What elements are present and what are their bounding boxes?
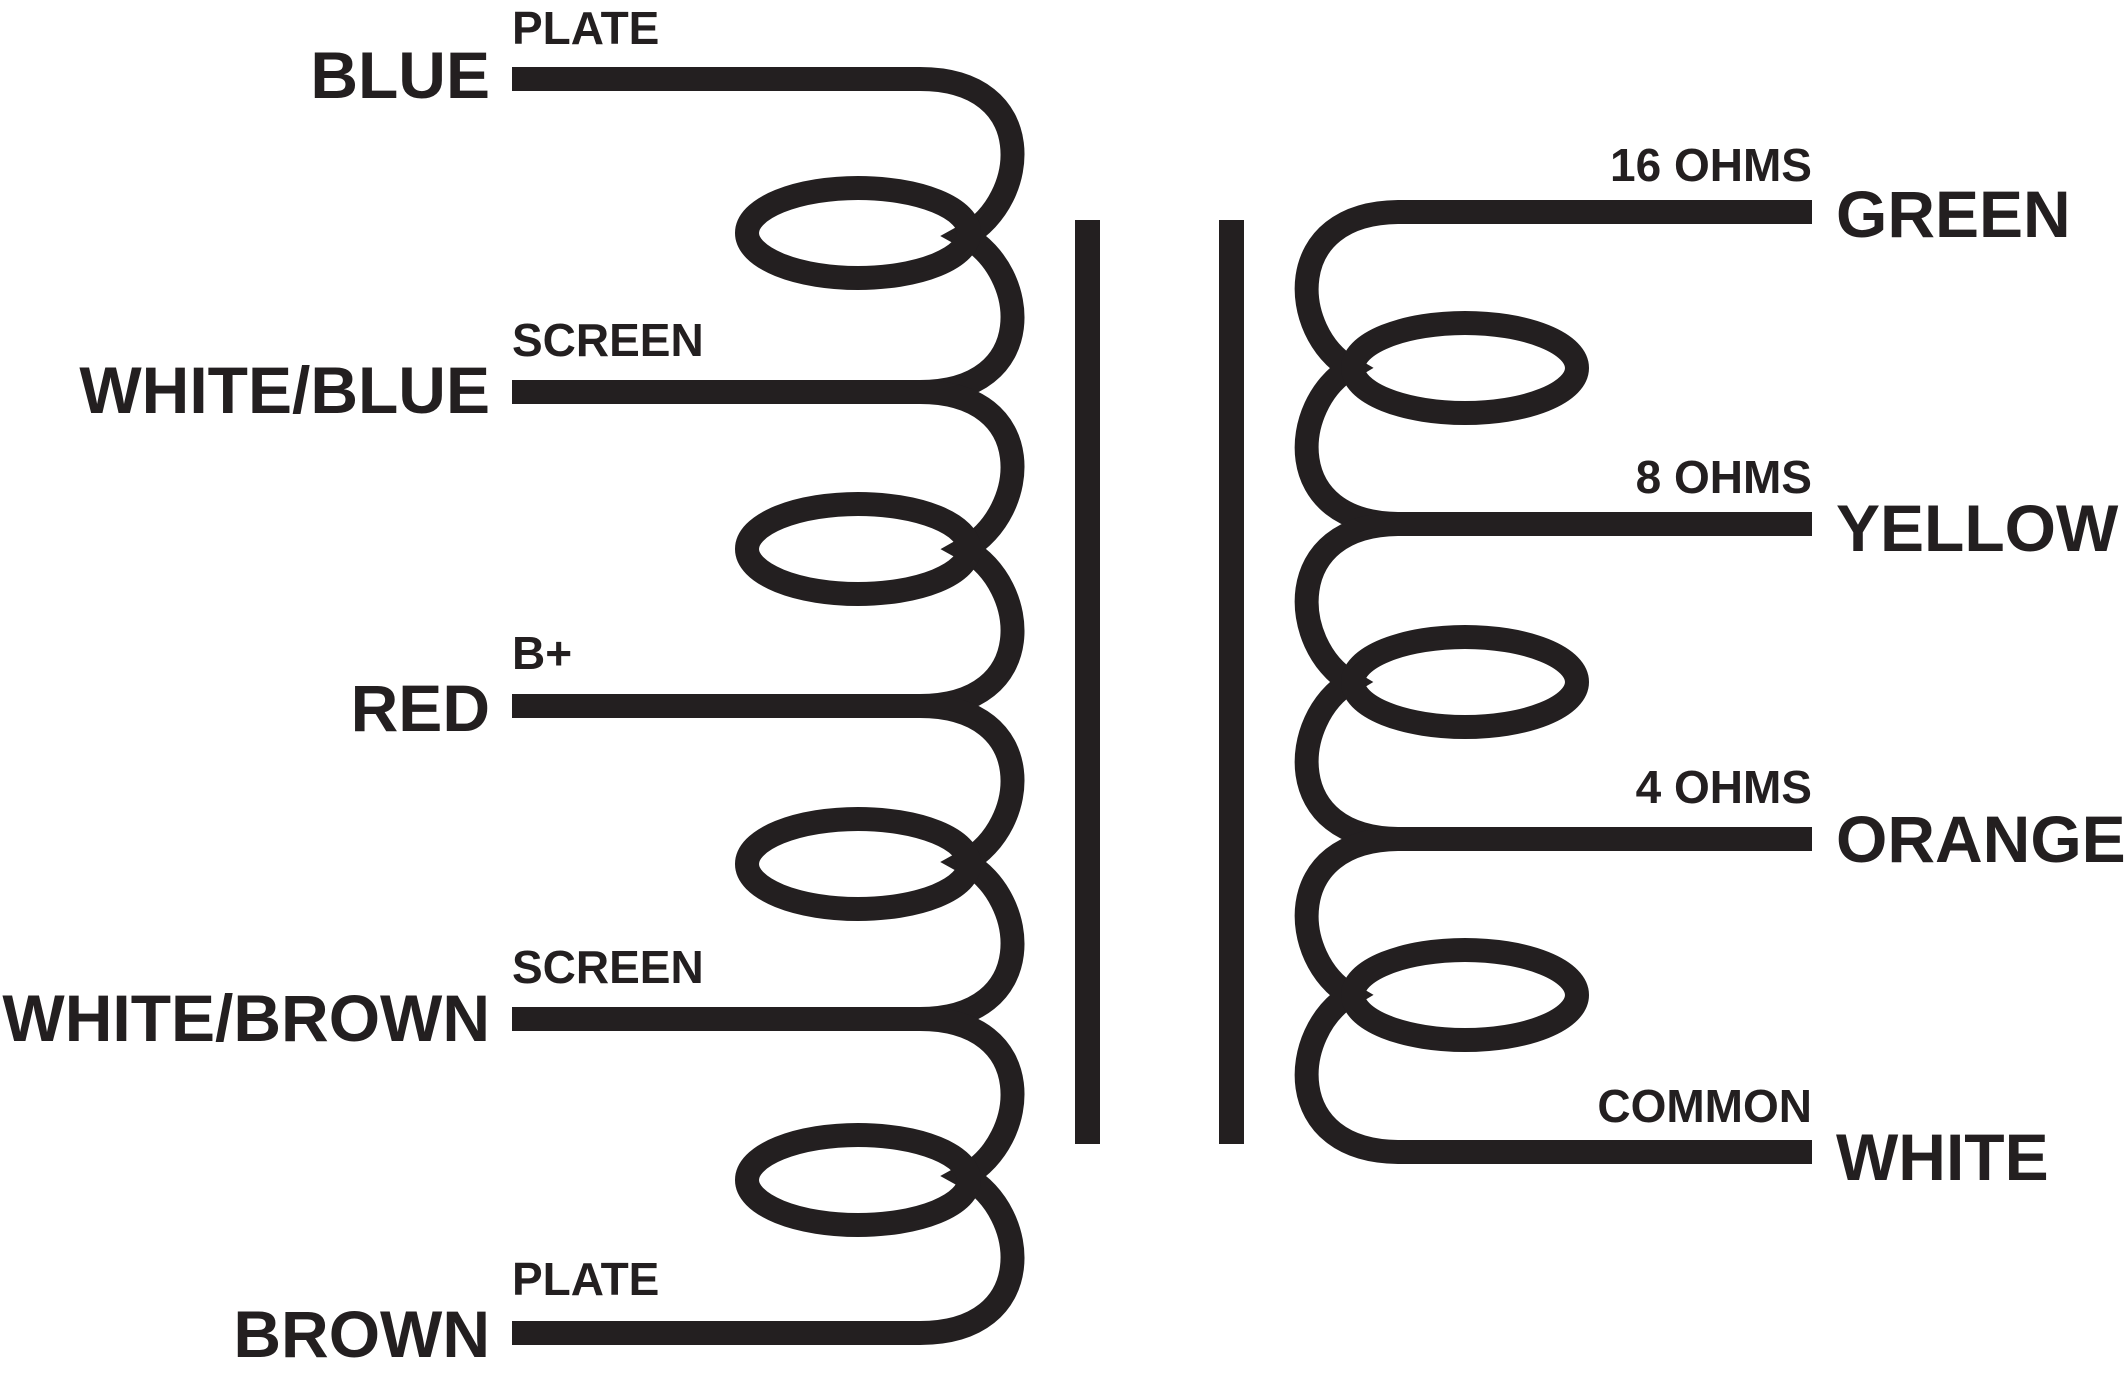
secondary-tap-label: 8 OHMS bbox=[1636, 451, 1812, 503]
secondary-tap-label: 16 OHMS bbox=[1610, 139, 1812, 191]
primary-lead-color-label: RED bbox=[351, 671, 490, 745]
secondary-lead-color-label: YELLOW bbox=[1836, 491, 2119, 565]
primary-coil-loop-1 bbox=[735, 176, 981, 290]
primary-lead-function-label: B+ bbox=[512, 627, 572, 679]
secondary-tap-label: COMMON bbox=[1597, 1080, 1812, 1132]
secondary-labels: 16 OHMS GREEN 8 OHMS YELLOW 4 OHMS ORANG… bbox=[1597, 139, 2125, 1194]
secondary-coil-loop-2 bbox=[1341, 625, 1589, 739]
primary-winding bbox=[512, 67, 1025, 1345]
primary-lead-function-label: PLATE bbox=[512, 2, 659, 54]
secondary-lead-color-label: GREEN bbox=[1836, 177, 2071, 251]
primary-lead-function-label: SCREEN bbox=[512, 941, 704, 993]
secondary-lead-color-label: ORANGE bbox=[1836, 802, 2126, 876]
primary-lead-function-label: SCREEN bbox=[512, 314, 704, 366]
transformer-core bbox=[1075, 220, 1244, 1144]
secondary-coil-loop-1 bbox=[1341, 311, 1589, 425]
primary-lead-function-label: PLATE bbox=[512, 1253, 659, 1305]
secondary-lead-color-label: WHITE bbox=[1836, 1120, 2049, 1194]
primary-lead-color-label: BROWN bbox=[233, 1297, 490, 1371]
secondary-tap-label: 4 OHMS bbox=[1636, 761, 1812, 813]
secondary-winding bbox=[1294, 200, 1812, 1164]
primary-coil-loop-4 bbox=[735, 1123, 981, 1237]
primary-labels: BLUE PLATE WHITE/BLUE SCREEN RED B+ WHIT… bbox=[2, 2, 703, 1371]
primary-coil-loop-2 bbox=[735, 492, 981, 606]
primary-lead-color-label: BLUE bbox=[310, 38, 490, 112]
primary-coil-loop-3 bbox=[735, 807, 981, 921]
core-bar-right bbox=[1219, 220, 1244, 1144]
secondary-coil-loop-3 bbox=[1341, 938, 1589, 1052]
primary-lead-color-label: WHITE/BLUE bbox=[79, 353, 490, 427]
primary-lead-color-label: WHITE/BROWN bbox=[2, 981, 490, 1055]
core-bar-left bbox=[1075, 220, 1100, 1144]
